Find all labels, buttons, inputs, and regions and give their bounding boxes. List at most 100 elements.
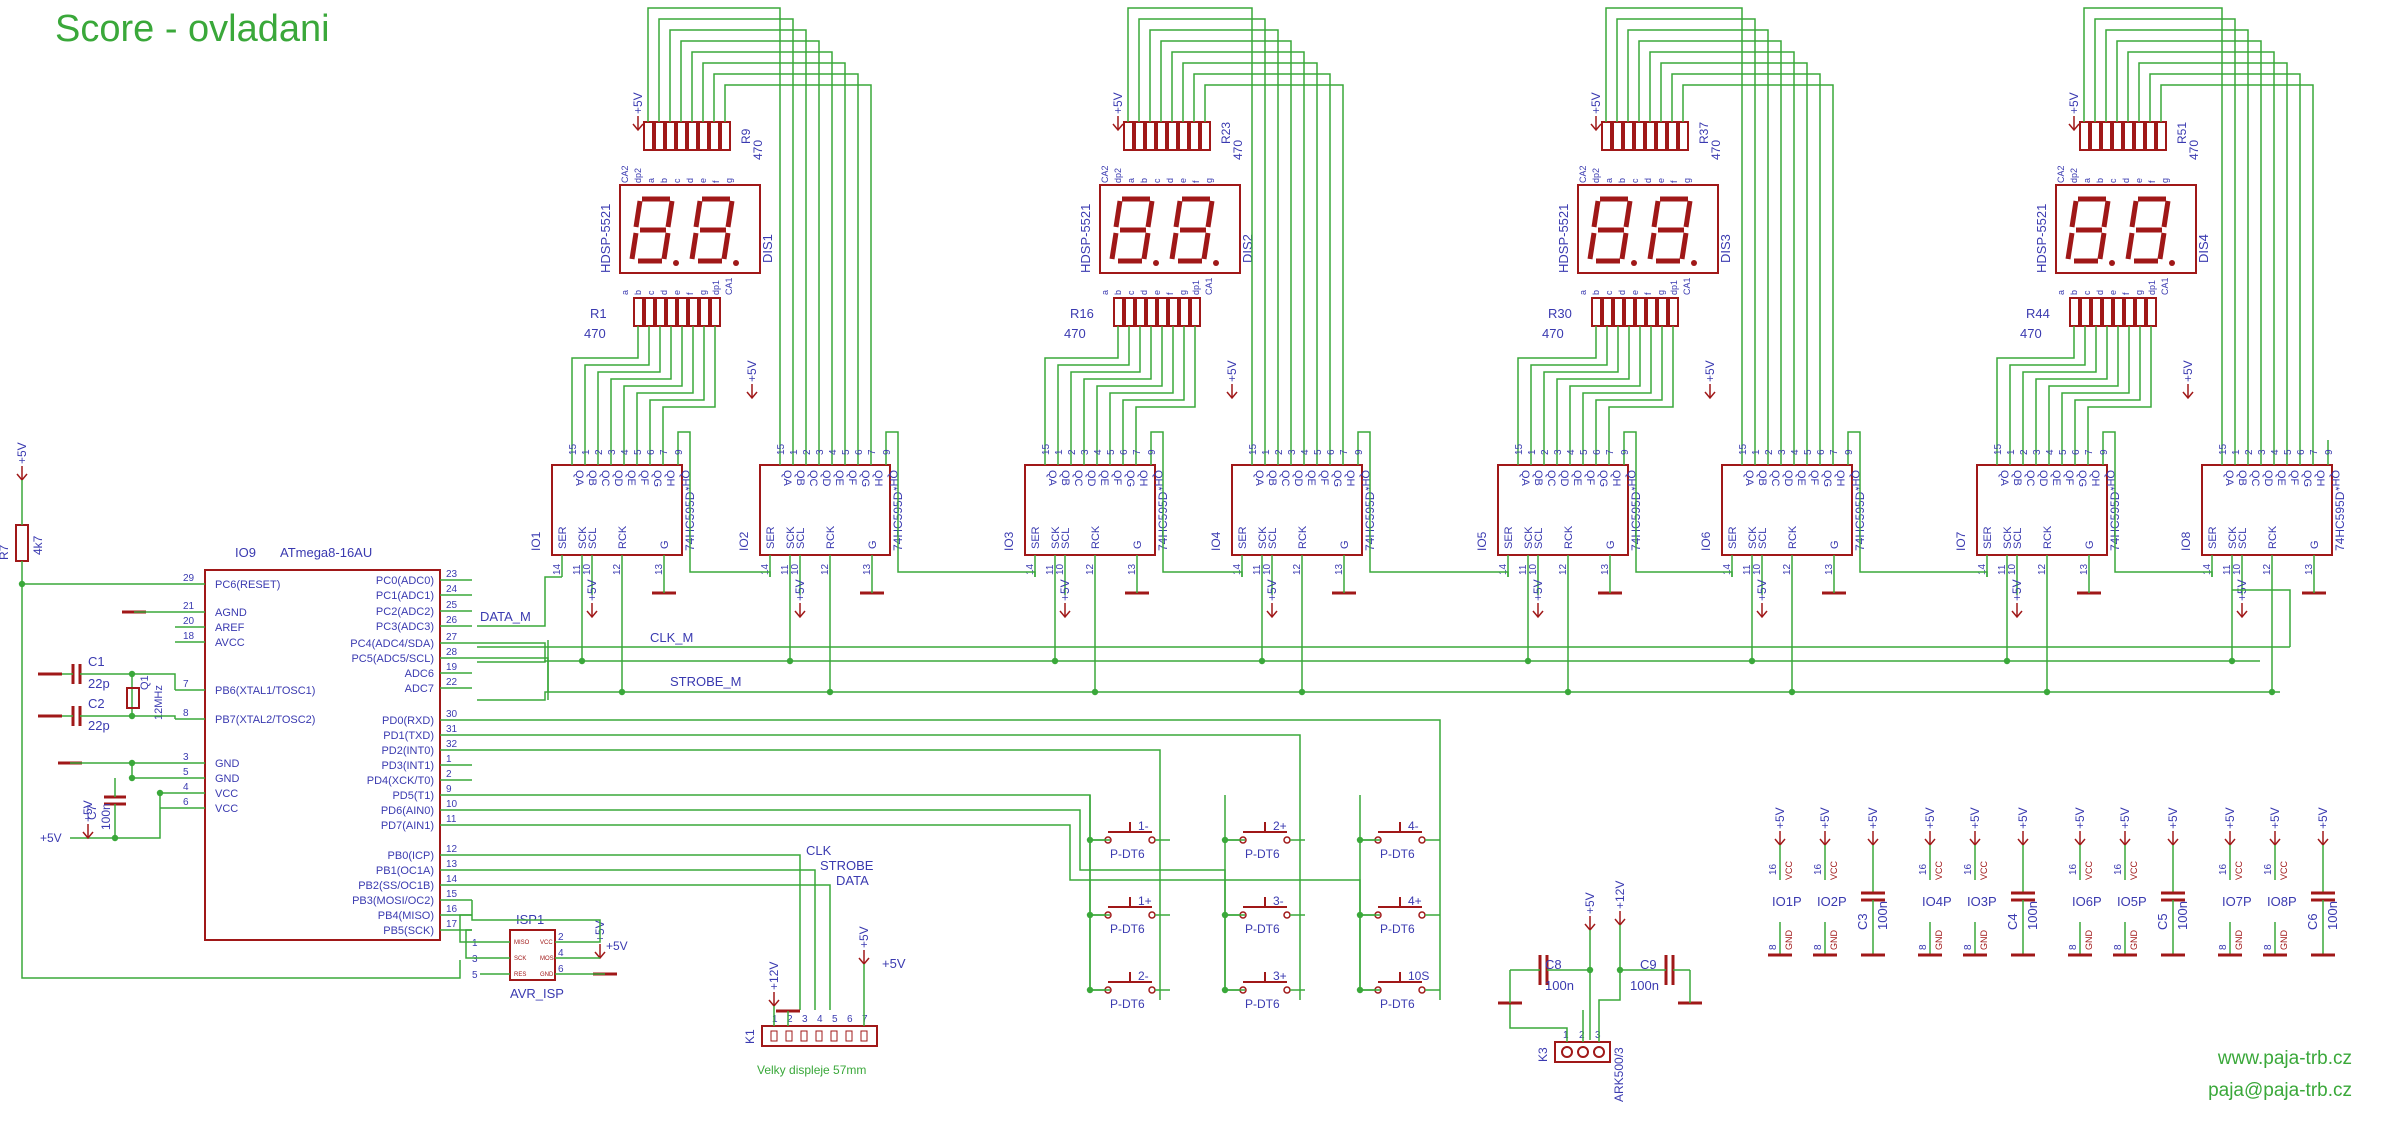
pin-name: RCK: [1563, 525, 1575, 549]
connector-pin: [785, 1030, 793, 1042]
connector-pin: [1577, 1046, 1589, 1058]
pin-name: d: [1165, 178, 1175, 183]
pin-number: 10: [790, 563, 801, 575]
pin-number: 2: [802, 449, 813, 455]
resistor-name: R7: [0, 544, 11, 560]
pin-number: 6: [847, 1014, 853, 1025]
connector-pin: [860, 1030, 868, 1042]
button-contact: [1283, 986, 1291, 994]
pin-number: 11: [1518, 564, 1529, 575]
pin-name: f: [2147, 180, 2157, 183]
shift-register-7: [1976, 464, 2108, 556]
wire: [1122, 326, 1185, 440]
pin-number: 17: [446, 919, 458, 930]
isp-signal: MISO: [514, 940, 530, 946]
pin-number: 3: [1287, 449, 1298, 455]
seven-seg-display-4: [2055, 184, 2197, 274]
email-label: paja@paja-trb.cz: [2208, 1080, 2352, 1101]
power-label: +5V: [1773, 807, 1787, 829]
pin-number: 16: [1768, 863, 1779, 875]
pin-number: 6: [646, 449, 657, 455]
pin-number: 16: [1813, 863, 1824, 875]
pin-name: QF: [1318, 470, 1330, 486]
button-part: P-DT6: [1245, 922, 1280, 936]
pin-number: 13: [2304, 563, 2315, 575]
pin-number: 1: [2006, 449, 2017, 455]
isp-signal: GND: [540, 972, 554, 978]
pin-name: AGND: [215, 607, 247, 619]
wire: [636, 326, 694, 440]
pin-name: g: [1682, 178, 1692, 183]
resistor: [1134, 121, 1145, 151]
resistor-name: R16: [1070, 306, 1094, 321]
pin-name: QB: [1756, 470, 1768, 486]
pin-name: QG: [859, 470, 871, 487]
chip-name: IO3: [1002, 531, 1016, 551]
pin-number: 1: [2231, 449, 2242, 455]
button-part: P-DT6: [1380, 847, 1415, 861]
pin-name: QB: [2011, 470, 2023, 486]
pin-name: SCK: [2002, 526, 2014, 549]
resistor: [1601, 121, 1612, 151]
wire: [1543, 326, 1619, 440]
pin-number: 9: [2324, 449, 2335, 455]
pin-number: 1: [1054, 449, 1065, 455]
pin-number: 8: [2263, 944, 2274, 950]
pin-name: PD7(AIN1): [381, 820, 434, 832]
pin-number: 8: [2113, 944, 2124, 950]
pin-name: GND: [2279, 930, 2289, 951]
display-part: HDSP-5521: [1556, 204, 1571, 273]
cap-value: 22p: [88, 718, 110, 733]
pin-number: 4: [2045, 449, 2056, 455]
power-symbol: [632, 123, 644, 132]
pin-name: QB: [1266, 470, 1278, 486]
pin-name: a: [1578, 290, 1588, 295]
resistor: [709, 121, 720, 151]
pin-number: 12: [2037, 563, 2048, 575]
pin-number: 9: [1620, 449, 1631, 455]
pin-number: 29: [183, 573, 195, 584]
pin-number: 5: [1106, 449, 1117, 455]
pin-name: PB1(OC1A): [376, 865, 434, 877]
pin-number: 10: [2232, 563, 2243, 575]
pin-number: 12: [1558, 563, 1569, 575]
power-label: +5V: [745, 360, 759, 382]
resistor: [677, 297, 688, 327]
pin-name: c: [1630, 178, 1640, 183]
pin-name: QD: [1558, 470, 1570, 487]
resistor: [1124, 297, 1135, 327]
pin-number: 4: [183, 782, 189, 793]
wire: [610, 326, 672, 440]
power-label: +5V: [2166, 807, 2180, 829]
button-contact: [1283, 911, 1291, 919]
pin-number: 4: [558, 948, 564, 959]
pin-name: PC3(ADC3): [376, 621, 434, 633]
pin-name: e: [1630, 290, 1640, 295]
pin-number: 10: [1055, 563, 1066, 575]
pin-name: QG: [1331, 470, 1343, 487]
pin-number: 6: [1592, 449, 1603, 455]
pin-name: f: [1191, 180, 1201, 183]
resistor: [655, 297, 666, 327]
power-label: +5V: [793, 579, 807, 601]
pin-name: QC: [599, 470, 611, 487]
resistor: [699, 297, 710, 327]
button-part: P-DT6: [1380, 922, 1415, 936]
pin-name: AVCC: [215, 637, 245, 649]
pin-name: PD1(TXD): [383, 730, 434, 742]
power-symbol: [586, 610, 598, 619]
display-dp: [2169, 260, 2175, 266]
pin-name: a: [2056, 290, 2066, 295]
pin-number: 2: [2019, 449, 2030, 455]
pin-name: QH*: [1849, 470, 1861, 492]
wire: [472, 869, 816, 1010]
connector-pin: [1561, 1046, 1573, 1058]
button-part: P-DT6: [1110, 847, 1145, 861]
button-part: P-DT6: [1380, 997, 1415, 1011]
wire: [132, 673, 176, 690]
pin-number: 20: [183, 616, 195, 627]
wire: [724, 84, 872, 440]
pin-name: f: [1643, 292, 1653, 295]
resistor: [1146, 297, 1157, 327]
button-name: 4+: [1408, 894, 1422, 908]
